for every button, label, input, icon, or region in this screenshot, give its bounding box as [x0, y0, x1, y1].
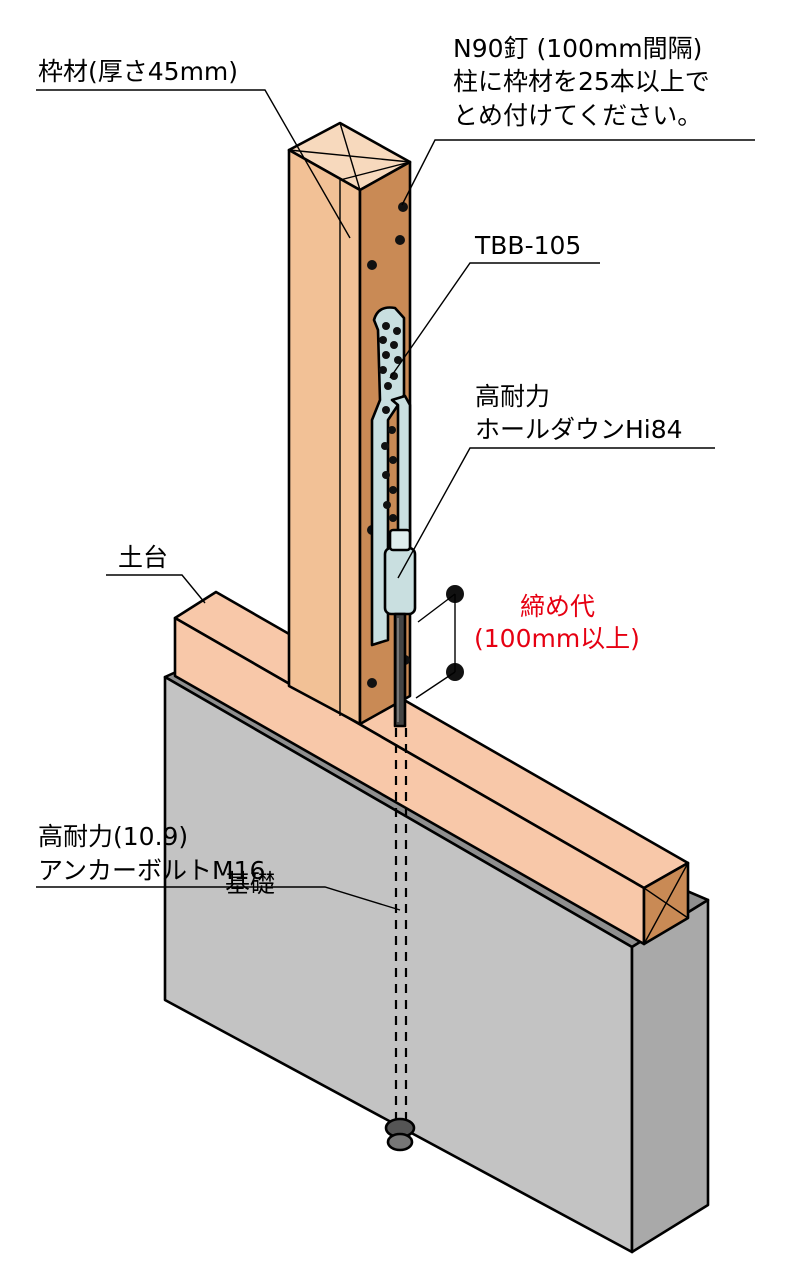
anchor-bolt-hidden: [384, 728, 416, 1152]
label-holdown-line2: ホールダウンHi84: [475, 415, 683, 444]
tbb-bracket: [370, 306, 406, 647]
label-sill: 土台: [118, 543, 168, 572]
label-nail-line3: とめ付けてください。: [453, 101, 702, 130]
label-margin-line1: 締め代: [520, 592, 595, 621]
label-anchor-line1: 高耐力(10.9): [38, 822, 188, 851]
holdown-body: [383, 546, 417, 616]
label-nail-line1: N90釘 (100mm間隔): [453, 34, 702, 63]
label-margin-line2: (100mm以上): [474, 624, 640, 653]
label-foundation: 基礎: [225, 869, 275, 898]
holdown-hi84: [383, 394, 417, 728]
leader-lines: [36, 89, 755, 911]
label-bracket: TBB-105: [474, 231, 581, 260]
label-frame-material: 枠材(厚さ45mm): [38, 57, 238, 86]
holdown-nut: [388, 528, 412, 552]
label-anchor-line2: アンカーボルトM16: [38, 856, 265, 885]
post-column: [287, 121, 412, 726]
margin-dimension: [415, 585, 464, 699]
anchor-bolt-upper: [393, 612, 407, 728]
label-holdown-line1: 高耐力: [475, 382, 550, 411]
label-nail-line2: 柱に枠材を25本以上で: [453, 67, 710, 96]
foundation-side: [630, 898, 710, 1254]
